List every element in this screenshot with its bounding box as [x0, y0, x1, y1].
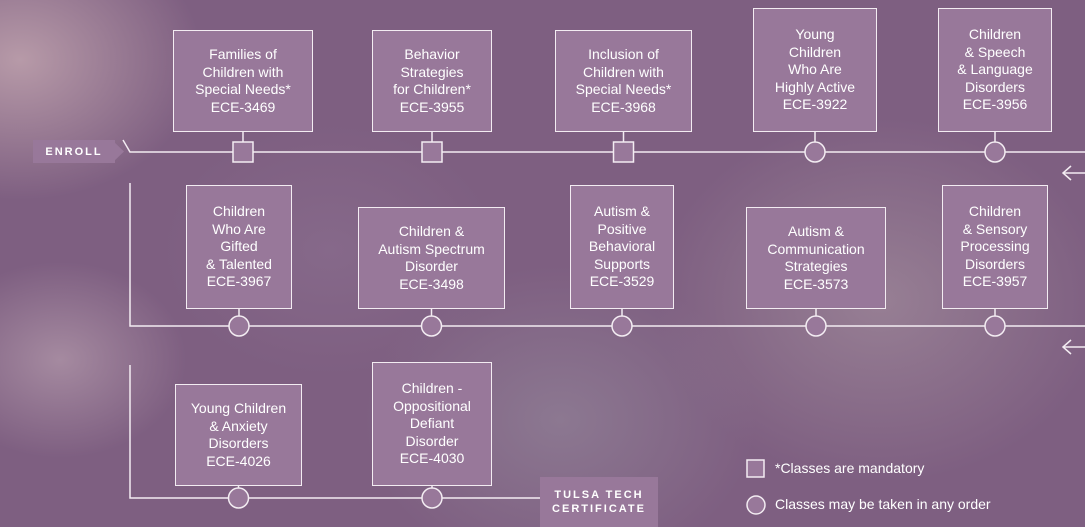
mandatory-square-marker — [612, 141, 635, 163]
course-title-line: & Talented — [206, 255, 272, 272]
course-title-line: Inclusion of — [588, 46, 659, 62]
course-title-line: & Sensory — [962, 220, 1028, 237]
course-title-line: & Speech — [964, 43, 1026, 60]
course-title-line: Autism & — [787, 223, 844, 239]
any-order-circle-marker — [421, 487, 443, 509]
return-arrow-icon — [1061, 165, 1085, 181]
course-title-line: Supports — [593, 255, 651, 272]
legend-icons — [746, 459, 766, 515]
mandatory-square-marker — [421, 141, 443, 163]
course-title-line: Disorder — [405, 432, 459, 449]
certificate-label: TULSA TECH CERTIFICATE — [540, 477, 658, 527]
course-title-line: Special Needs* — [195, 81, 291, 97]
course-title-line: Highly Active — [774, 78, 856, 95]
any-order-circle-marker — [228, 315, 250, 337]
course-code: ECE-4030 — [399, 450, 465, 467]
enroll-label: ENROLL — [33, 140, 115, 163]
certificate-label-line2: CERTIFICATE — [552, 503, 646, 515]
enroll-arrow-icon — [112, 140, 124, 163]
course-title-line: Disorders — [965, 255, 1025, 272]
course-title-line: Children & — [398, 223, 465, 239]
course-title-line: Disorder — [405, 258, 458, 274]
return-arrow-icon — [1061, 339, 1085, 355]
any-order-circle-marker — [805, 315, 827, 337]
course-title-line: Autism & — [593, 203, 650, 220]
course-title-line: Young — [795, 26, 835, 43]
course-title-line: & Anxiety — [209, 417, 268, 434]
any-order-circle-marker — [420, 315, 443, 337]
course-title-line: Children — [212, 203, 266, 220]
course-title-line: Children — [788, 43, 842, 60]
course-title-line: Communication — [767, 240, 865, 257]
certificate-label-line1: TULSA TECH — [554, 489, 644, 501]
legend-circle-icon — [746, 495, 766, 515]
course-code: ECE-3957 — [962, 273, 1028, 290]
any-order-circle-marker — [804, 141, 826, 163]
course-title-line: Defiant — [409, 415, 455, 432]
legend-mandatory-text: *Classes are mandatory — [775, 460, 925, 476]
course-code: ECE-3956 — [962, 96, 1028, 113]
course-title-line: Disorders — [965, 78, 1025, 95]
course-code: ECE-3967 — [206, 273, 272, 290]
course-title-line: Children with — [202, 63, 284, 80]
course-title-line: Who Are — [212, 220, 266, 237]
course-title-line: Strategies — [400, 63, 464, 80]
any-order-circle-marker — [984, 141, 1006, 163]
course-title-line: & Language — [957, 61, 1033, 78]
course-title-line: Gifted — [220, 238, 258, 255]
course-title-line: Children — [968, 26, 1022, 43]
course-code: ECE-4026 — [206, 452, 271, 469]
course-title-line: Autism Spectrum — [378, 240, 485, 257]
course-code: ECE-3922 — [782, 96, 848, 113]
mandatory-square-marker — [232, 141, 254, 163]
course-markers — [227, 141, 1006, 509]
row2-line — [129, 183, 1085, 327]
course-code: ECE-3469 — [210, 98, 276, 115]
course-code: ECE-3955 — [399, 98, 465, 115]
course-title-line: Who Are — [788, 61, 842, 78]
legend-square-icon — [746, 459, 765, 478]
course-title-line: for Children* — [393, 81, 471, 97]
course-title-line: Strategies — [784, 258, 848, 274]
course-title-line: Oppositional — [393, 397, 471, 414]
row3-line — [129, 365, 540, 499]
course-code: ECE-3529 — [589, 273, 655, 290]
legend-any-order-text: Classes may be taken in any order — [775, 496, 991, 512]
course-title-line: Behavior — [404, 46, 460, 62]
course-title-line: Positive — [597, 220, 647, 237]
course-code: ECE-3498 — [399, 275, 464, 292]
course-title-line: Processing — [960, 238, 1030, 255]
course-code: ECE-3968 — [591, 98, 656, 115]
course-title-line: Special Needs* — [575, 81, 672, 97]
course-title-line: Disorders — [208, 435, 269, 451]
course-title-line: Children — [968, 203, 1022, 220]
course-title-line: Children with — [583, 63, 664, 80]
row1-line — [122, 139, 1085, 153]
any-order-circle-marker — [984, 315, 1006, 337]
course-title-line: Children - — [401, 380, 463, 397]
course-title-line: Young Children — [190, 400, 287, 416]
any-order-circle-marker — [611, 315, 633, 337]
pathway-lines — [122, 132, 1085, 499]
course-title-line: Families of — [209, 46, 277, 62]
any-order-circle-marker — [227, 487, 250, 509]
course-code: ECE-3573 — [783, 275, 849, 292]
course-title-line: Behavioral — [588, 238, 656, 255]
